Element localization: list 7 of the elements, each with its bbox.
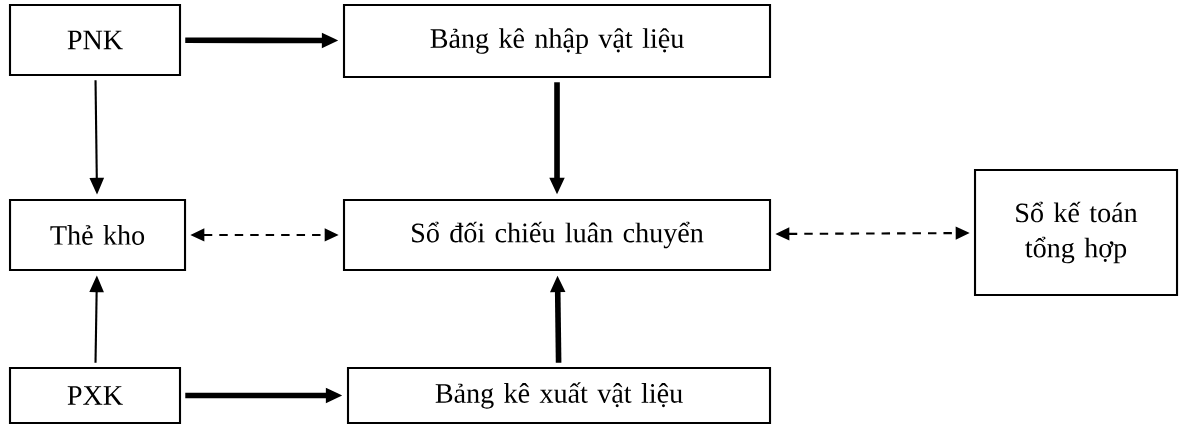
process-box: Thẻ kho (8, 198, 187, 272)
process-box: Bảng kê nhập vật liệu (342, 3, 772, 79)
process-box: Bảng kê xuất vật liệu (346, 366, 772, 425)
process-box: PNK (8, 3, 182, 77)
process-box: Sổ đối chiếu luân chuyển (342, 198, 772, 272)
process-box: PXK (8, 366, 182, 425)
process-box: Sổ kế toán tổng hợp (973, 168, 1179, 297)
